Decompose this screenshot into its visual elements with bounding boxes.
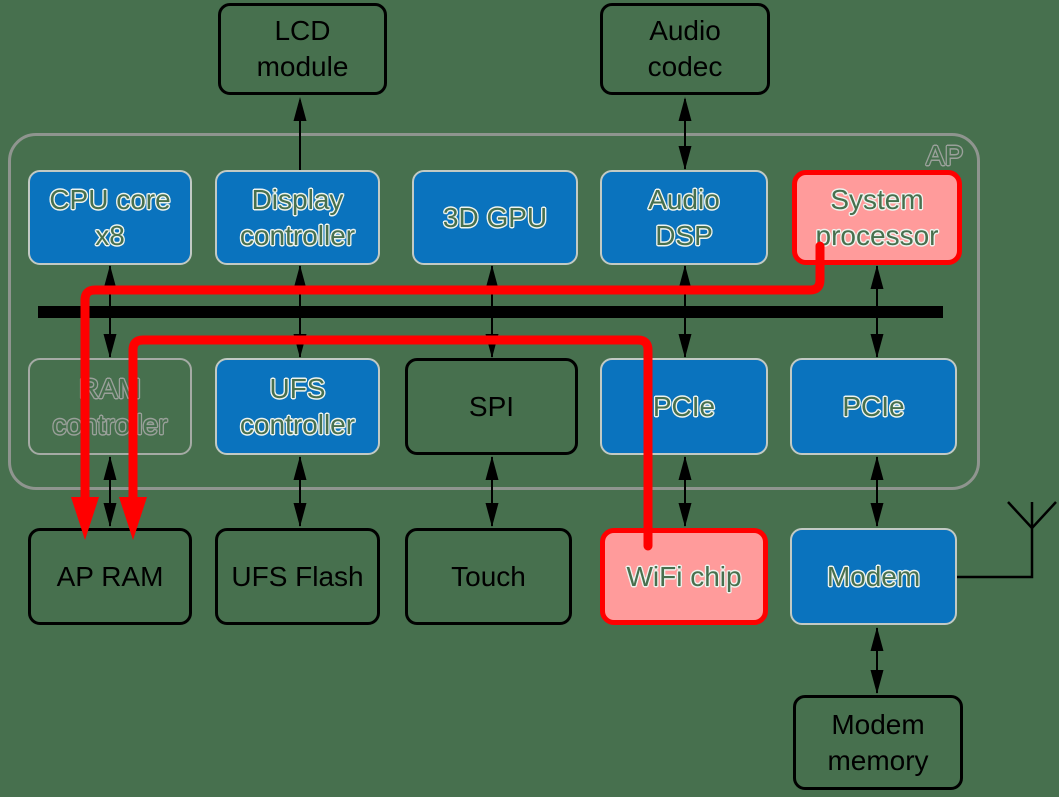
block-display-controller: Display controller [215, 170, 380, 265]
block-audio-codec: Audio codec [600, 3, 770, 95]
antenna-icon [957, 501, 1057, 579]
block-ufs-controller: UFS controller [215, 358, 380, 455]
block-audio-dsp: Audio DSP [600, 170, 768, 265]
block-touch: Touch [405, 528, 572, 625]
block-modem-memory: Modem memory [793, 695, 963, 790]
block-cpu-core: CPU core x8 [28, 170, 192, 265]
block-ufs-flash: UFS Flash [215, 528, 380, 625]
block-ap-ram: AP RAM [28, 528, 192, 625]
block-lcd-module: LCD module [218, 3, 387, 95]
block-spi: SPI [405, 358, 578, 455]
block-pcie-right: PCIe [790, 358, 957, 455]
block-wifi-chip: WiFi chip [600, 528, 768, 625]
block-3d-gpu: 3D GPU [412, 170, 578, 265]
block-system-processor: System processor [792, 170, 962, 265]
ap-chip-label: AP [926, 140, 964, 171]
block-pcie-left: PCIe [600, 358, 768, 455]
block-ram-controller: RAM controller [28, 358, 192, 455]
block-modem: Modem [790, 528, 957, 625]
